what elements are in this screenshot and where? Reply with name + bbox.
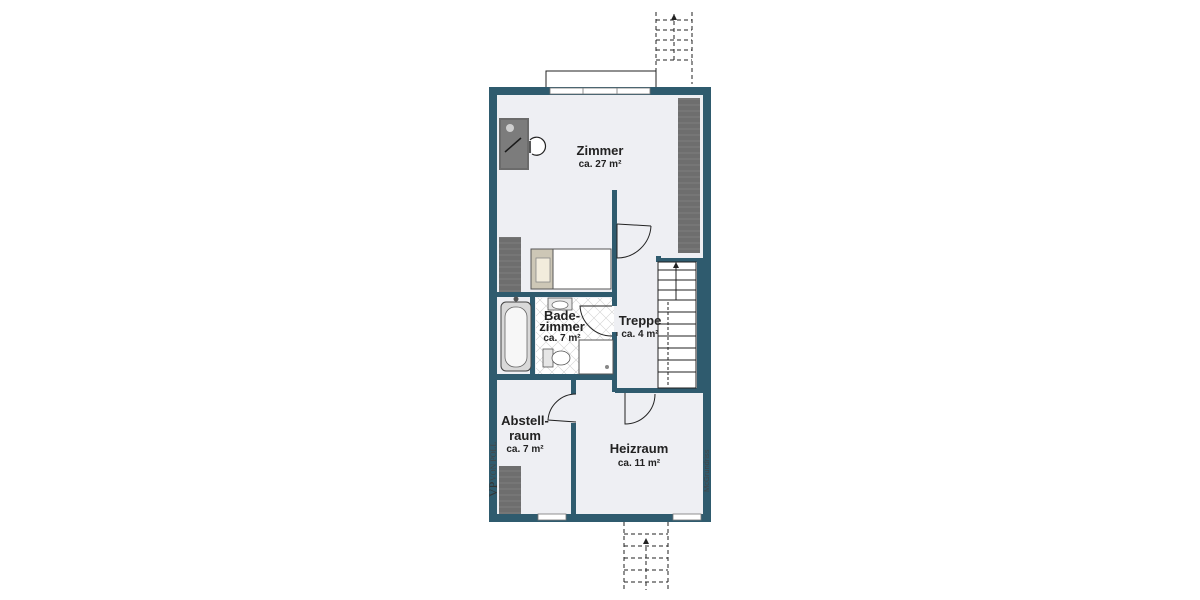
interior-walls [497,190,703,516]
room-area-heizraum: ca. 11 m² [618,458,661,469]
room-area-badezimmer: ca. 7 m² [543,333,581,344]
door-swings [547,223,656,425]
bed [530,248,612,290]
vonpoll-logo: VP VON POLL [486,442,500,497]
storage-shelf [499,466,521,514]
stair-up-arrow-icon [673,262,679,268]
room-name-badezimmer-line2: zimmer [539,319,585,334]
svg-text:VON POLL: VON POLL [489,442,498,481]
exterior-stairs-top [655,12,693,84]
svg-text:VP: VP [486,481,500,497]
exterior-stairs-bottom [623,522,669,592]
stair-arrow-icon [671,14,677,20]
room-name-treppe: Treppe [619,313,662,328]
shower [578,339,614,375]
room-name-zimmer: Zimmer [577,143,624,158]
room-name-abstellraum-line1: Abstell- [501,413,549,428]
room-area-zimmer: ca. 27 m² [579,159,622,170]
bay-window [545,70,657,90]
room-area-treppe: ca. 4 m² [621,329,659,340]
desk [499,118,529,170]
sink [547,297,573,311]
wardrobe [678,98,700,253]
room-name-heizraum: Heizraum [610,441,669,456]
watermark-text: McGrundriss [702,449,711,492]
bathtub [500,296,532,372]
toilet [542,348,571,368]
room-name-badezimmer-line1: Bade- [544,308,580,323]
office-chair [529,136,547,156]
shelf [499,237,521,292]
windows [537,87,702,521]
stair-down-arrow-icon [643,538,649,544]
staircase [657,261,697,389]
room-name-abstellraum-line2: raum [509,428,541,443]
room-area-abstellraum: ca. 7 m² [506,444,544,455]
